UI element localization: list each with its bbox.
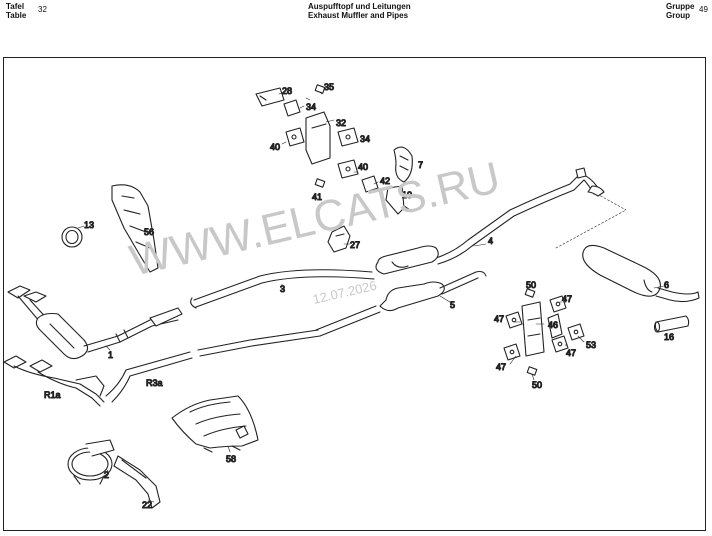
header-table-label: Tafel Table 32 [6, 2, 47, 20]
leader-lines [77, 91, 665, 503]
pipe-r1a[interactable] [3, 355, 105, 407]
hanger-hardware-cluster[interactable] [255, 84, 413, 215]
header-group-label: Gruppe Group 49 [666, 2, 708, 20]
header-title: Auspufftopf und Leitungen Exhaust Muffle… [308, 2, 411, 20]
callout-6: 6 [664, 280, 669, 290]
sealing-ring-13[interactable] [61, 226, 83, 248]
callout-47: 47 [496, 362, 506, 372]
callout-3: 3 [280, 284, 285, 294]
watermark-site: WWW.ELCATS.RU [125, 153, 504, 286]
group-number: 49 [699, 5, 708, 14]
callout-40: 40 [358, 162, 368, 172]
callout-50: 50 [532, 380, 542, 390]
dashed-leader [589, 189, 627, 211]
intermediate-pipe-4[interactable] [375, 167, 605, 275]
callout-35: 35 [324, 82, 334, 92]
callout-40: 40 [270, 142, 280, 152]
tailpipe-end-16[interactable] [653, 315, 690, 333]
rear-muffler[interactable] [582, 244, 700, 303]
callout-47: 47 [494, 314, 504, 324]
callout-58: 58 [226, 454, 236, 464]
callout-46: 46 [548, 320, 558, 330]
callout-4: 4 [488, 236, 493, 246]
heat-shield-58[interactable] [171, 395, 259, 453]
callout-50: 50 [526, 280, 536, 290]
callout-r1a: R1a [44, 390, 61, 400]
watermark-date: 12.07.2026 [311, 278, 378, 307]
tafel-label: Tafel [6, 2, 25, 11]
dashed-leader [555, 209, 627, 249]
title-german: Auspufftopf und Leitungen [308, 2, 411, 11]
bracket-22[interactable] [113, 455, 161, 509]
callout-1: 1 [108, 350, 113, 360]
callout-labels: 28 35 34 32 34 40 40 7 42 10 41 27 13 56… [43, 81, 674, 510]
table-label: Table [6, 11, 27, 20]
callout-2: 2 [104, 470, 109, 480]
intermediate-pipe-3[interactable] [190, 269, 375, 309]
callout-7: 7 [418, 160, 423, 170]
table-number: 32 [38, 5, 47, 14]
callout-34: 34 [360, 134, 370, 144]
callout-41: 41 [312, 192, 322, 202]
callout-5: 5 [450, 300, 455, 310]
rubber-mount-27[interactable] [327, 225, 351, 253]
callout-47: 47 [566, 348, 576, 358]
callout-32: 32 [336, 118, 346, 128]
callout-16: 16 [664, 332, 674, 342]
pipe-r3a[interactable] [105, 329, 321, 403]
title-english: Exhaust Muffler and Pipes [308, 11, 409, 20]
callout-56: 56 [144, 227, 154, 237]
callout-27: 27 [350, 240, 360, 250]
clamp-bracket-2[interactable] [67, 439, 115, 485]
callout-13: 13 [84, 220, 94, 230]
front-pipe-1[interactable] [7, 285, 183, 360]
callout-28: 28 [282, 86, 292, 96]
intermediate-pipe-5[interactable] [315, 270, 487, 337]
heat-shield-56[interactable] [111, 184, 159, 273]
callout-53: 53 [586, 340, 596, 350]
callout-34: 34 [306, 102, 316, 112]
callout-10: 10 [402, 190, 412, 200]
group-label: Group [666, 11, 690, 20]
callout-42: 42 [380, 176, 390, 186]
gruppe-label: Gruppe [666, 2, 695, 11]
callout-22: 22 [142, 500, 152, 510]
callout-47: 47 [562, 294, 572, 304]
callout-r3a: R3a [146, 378, 163, 388]
diagram-frame [3, 57, 706, 531]
